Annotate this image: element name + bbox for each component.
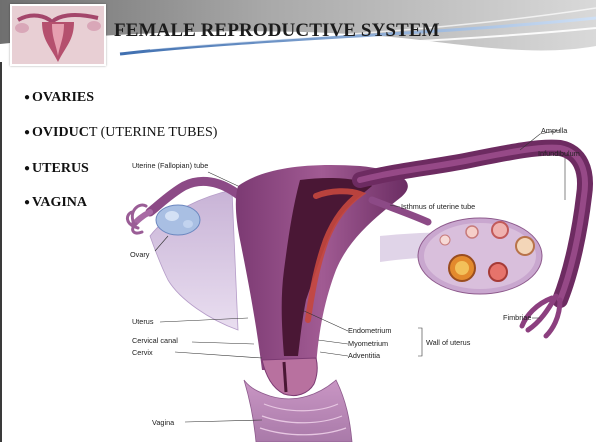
label-myometrium: Myometrium xyxy=(348,339,388,348)
label-ovary: Ovary xyxy=(130,250,150,259)
label-fimbriae: Fimbriae xyxy=(503,313,531,322)
label-isthmus: Isthmus of uterine tube xyxy=(401,202,475,211)
label-adventitia: Adventitia xyxy=(348,351,381,360)
bullet-item: ●UTERUS xyxy=(24,161,89,177)
label-ampulla: Ampulla xyxy=(541,126,568,135)
cervix xyxy=(262,358,317,396)
label-cervical-canal: Cervical canal xyxy=(132,336,178,345)
label-vagina: Vagina xyxy=(152,418,175,427)
label-cervix: Cervix xyxy=(132,348,153,357)
female-reproductive-diagram: Uterine (Fallopian) tube Ampulla Infundi… xyxy=(108,120,596,442)
label-wall-of-uterus: Wall of uterus xyxy=(426,338,471,347)
left-border xyxy=(0,62,2,442)
uterus-thumbnail-icon xyxy=(12,6,104,64)
label-infundibulum: Infundibulum xyxy=(538,149,580,158)
label-uterus: Uterus xyxy=(132,317,154,326)
bullet-item: ●OVARIES xyxy=(24,90,94,106)
left-ovary xyxy=(156,205,200,235)
label-uterine-tube: Uterine (Fallopian) tube xyxy=(132,161,208,170)
header-thumbnail xyxy=(10,4,106,66)
label-endometrium: Endometrium xyxy=(348,326,391,335)
slide-title: FEMALE REPRODUCTIVE SYSTEM xyxy=(114,20,440,42)
right-ovary xyxy=(418,218,542,294)
bullet-item: ●VAGINA xyxy=(24,195,87,211)
